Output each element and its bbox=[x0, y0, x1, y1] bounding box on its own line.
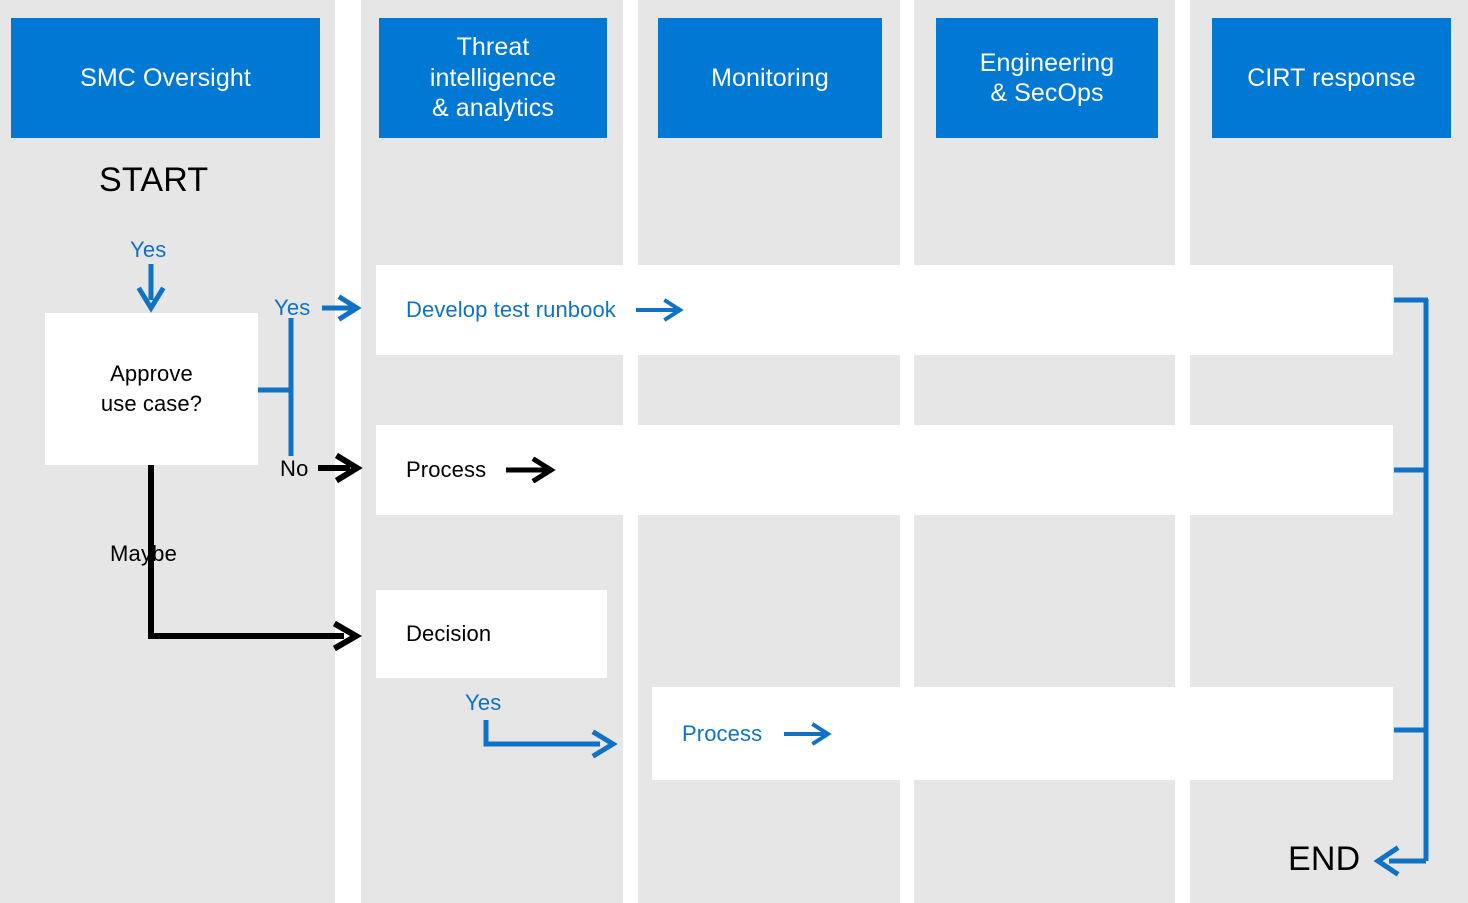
node-label: Develop test runbook bbox=[406, 297, 616, 322]
node-approve-use-case[interactable]: Approve use case? bbox=[45, 313, 258, 465]
node-label: Approve use case? bbox=[100, 361, 203, 416]
lane-header-cirt-response[interactable]: CIRT response bbox=[1212, 18, 1451, 138]
lane-header-monitoring[interactable]: Monitoring bbox=[658, 18, 882, 138]
lane-header-label: Engineering & SecOps bbox=[979, 48, 1115, 108]
connector-label-approve-maybe: Maybe bbox=[110, 541, 178, 566]
right-arrow-icon bbox=[635, 298, 684, 322]
lane-header-label: Monitoring bbox=[711, 63, 829, 92]
node-label: Decision bbox=[406, 621, 492, 646]
node-process-1[interactable]: Process bbox=[376, 425, 1393, 515]
node-label: Process bbox=[682, 720, 763, 746]
lane-header-label: SMC Oversight bbox=[80, 63, 251, 92]
lane-header-smc-oversight[interactable]: SMC Oversight bbox=[11, 18, 320, 138]
right-arrow-icon bbox=[506, 457, 556, 483]
node-develop-test-runbook[interactable]: Develop test runbook bbox=[376, 265, 1393, 355]
start-marker: START bbox=[99, 161, 209, 199]
lane-header-label: Threat intelligence & analytics bbox=[429, 33, 557, 123]
end-marker: END bbox=[1288, 840, 1361, 878]
node-label: Process bbox=[406, 457, 487, 482]
lane-header-engineering-secops[interactable]: Engineering & SecOps bbox=[936, 18, 1158, 138]
node-decision-1[interactable]: Decision bbox=[376, 590, 607, 678]
lane-header-threat-intel[interactable]: Threat intelligence & analytics bbox=[379, 18, 607, 138]
connector-label-decision-yes: Yes bbox=[465, 690, 502, 715]
lane-header-label: CIRT response bbox=[1247, 63, 1416, 92]
connector-label-approve-yes: Yes bbox=[274, 295, 311, 320]
connector-label-approve-no: No bbox=[280, 456, 309, 481]
node-process-2[interactable]: Process bbox=[652, 687, 1393, 780]
connector-label-start-yes: Yes bbox=[130, 237, 167, 262]
right-arrow-icon bbox=[784, 721, 832, 746]
